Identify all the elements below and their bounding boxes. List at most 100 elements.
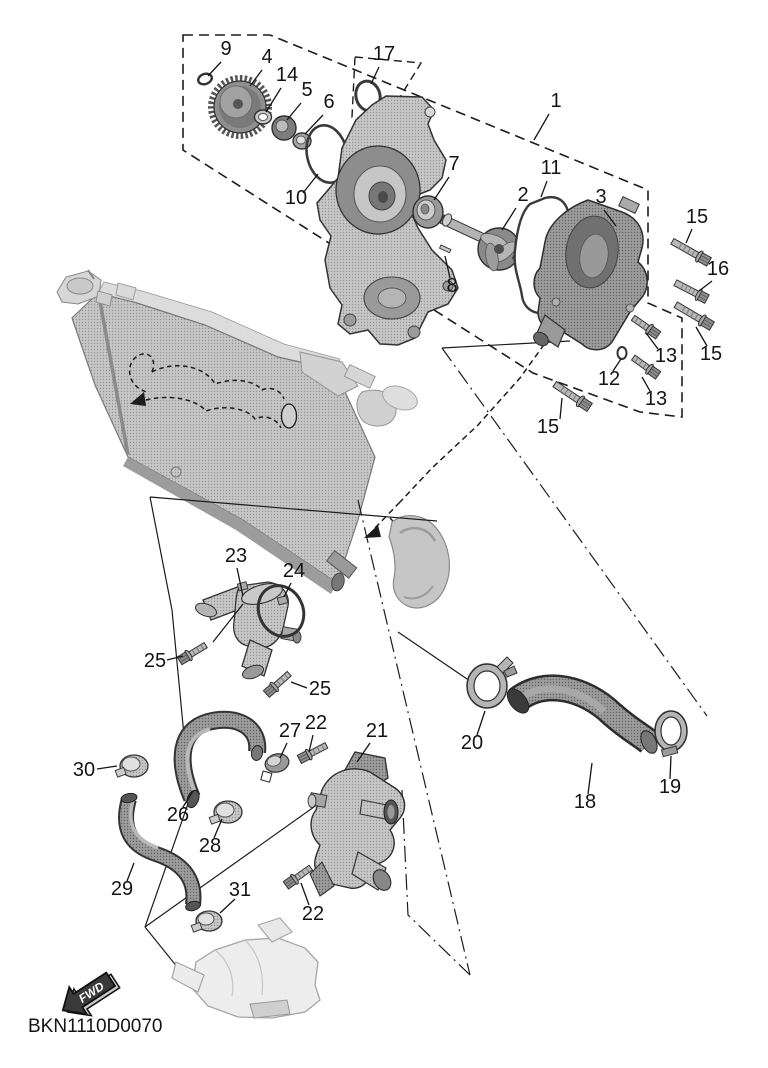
- oring-24: [256, 584, 306, 638]
- part-label-8: 8: [446, 275, 457, 297]
- leader-line-23: [236, 567, 244, 597]
- washer-14: [253, 109, 273, 125]
- leader-line-29: [126, 862, 135, 882]
- leader-line-13: [645, 332, 659, 350]
- leader-line-7: [433, 176, 450, 201]
- leader-line-11: [540, 180, 548, 198]
- leader-line-21: [356, 742, 371, 763]
- leader-line-15: [559, 397, 563, 420]
- bolt-25a: [176, 639, 210, 667]
- leader-line-24: [283, 582, 292, 598]
- part-label-23: 23: [225, 545, 247, 567]
- leader-line-12: [612, 358, 622, 372]
- flow-arrowhead: [130, 392, 146, 406]
- part-label-3: 3: [595, 186, 606, 208]
- part-label-6: 6: [323, 91, 334, 113]
- leader-line-8: [444, 255, 451, 279]
- bolt-16: [672, 276, 711, 306]
- clamp-30: [114, 754, 149, 778]
- bolt-15b: [672, 298, 716, 332]
- part-label-29: 29: [111, 878, 133, 900]
- coolant-flow-path: [128, 353, 298, 429]
- bolt-22a: [296, 739, 330, 766]
- bolt-25b: [262, 668, 294, 699]
- part-label-15: 15: [537, 416, 559, 438]
- part-label-22: 22: [305, 712, 327, 734]
- water-pump-housing: [316, 95, 459, 346]
- part-label-31: 31: [229, 879, 251, 901]
- leader-line-30: [96, 765, 118, 770]
- part-label-24: 24: [283, 560, 305, 582]
- leader-line-22: [300, 882, 310, 906]
- part-label-17: 17: [373, 43, 395, 65]
- part-label-28: 28: [199, 835, 221, 857]
- hose-29: [118, 792, 202, 912]
- part-label-11: 11: [541, 157, 562, 179]
- leader-line-27: [279, 742, 288, 759]
- leader-line-25: [290, 681, 308, 689]
- radiator-outlet-pipe: [325, 549, 358, 592]
- part-label-21: 21: [366, 720, 388, 742]
- bolt-22b: [282, 862, 315, 891]
- part-label-19: 19: [659, 776, 681, 798]
- oring-12: [616, 346, 628, 360]
- water-pipe-23: [194, 581, 302, 680]
- part-label-25: 25: [144, 650, 166, 672]
- clamp-20: [466, 656, 518, 709]
- part-label-15: 15: [686, 206, 708, 228]
- leader-line-18: [587, 762, 593, 795]
- part-label-10: 10: [285, 187, 307, 209]
- part-label-5: 5: [301, 79, 312, 101]
- leader-line-2: [501, 207, 517, 231]
- part-label-13: 13: [645, 388, 667, 410]
- part-label-4: 4: [261, 46, 272, 68]
- part-label-22: 22: [302, 903, 324, 925]
- part-label-9: 9: [220, 38, 231, 60]
- leader-line-16: [698, 280, 713, 292]
- radiator-lower-boot: [388, 515, 450, 609]
- bolt-13a: [629, 312, 662, 341]
- bolt-15a: [668, 235, 713, 268]
- part-label-16: 16: [707, 258, 729, 280]
- bearing-5: [271, 115, 297, 141]
- radiator-brackets: [170, 351, 418, 478]
- part-label-1: 1: [550, 90, 561, 112]
- leader-line-5: [286, 102, 302, 121]
- leader-line-14: [265, 87, 282, 113]
- part-label-30: 30: [73, 759, 95, 781]
- leader-line-10: [302, 173, 319, 194]
- radiator-seam: [97, 295, 130, 456]
- leader-line-1: [533, 113, 550, 141]
- part-label-13: 13: [655, 345, 677, 367]
- thermostat-housing-21: [307, 751, 406, 897]
- part-label-12: 12: [598, 368, 620, 390]
- leader-line-26: [182, 790, 194, 808]
- hose-26: [173, 710, 267, 809]
- radiator-core: [71, 292, 376, 584]
- clamp-28: [208, 800, 243, 825]
- leader-line-4: [249, 69, 263, 87]
- leader-line-13: [641, 376, 651, 392]
- part-label-27: 27: [279, 720, 301, 742]
- part-label-15: 15: [700, 343, 722, 365]
- leader-line-19: [669, 755, 672, 780]
- radiator-bottom-band: [123, 457, 337, 594]
- reservoir-tank: [171, 917, 321, 1019]
- leader-line-6: [304, 114, 324, 135]
- leader-line-25: [166, 655, 184, 661]
- diagram-code: BKN1110D0070: [28, 1016, 163, 1037]
- clamp-31: [190, 910, 223, 933]
- radiator: [56, 269, 557, 609]
- part-label-18: 18: [574, 791, 596, 813]
- seal-holder-7: [412, 195, 444, 229]
- part-label-20: 20: [461, 732, 483, 754]
- bolt-15c: [550, 378, 594, 414]
- leader-line-28: [213, 818, 223, 839]
- leader-line-31: [219, 898, 236, 914]
- leader-line-15: [695, 326, 708, 347]
- part-label-25: 25: [309, 678, 331, 700]
- part-label-7: 7: [448, 153, 459, 175]
- impeller-pin-8: [438, 244, 452, 254]
